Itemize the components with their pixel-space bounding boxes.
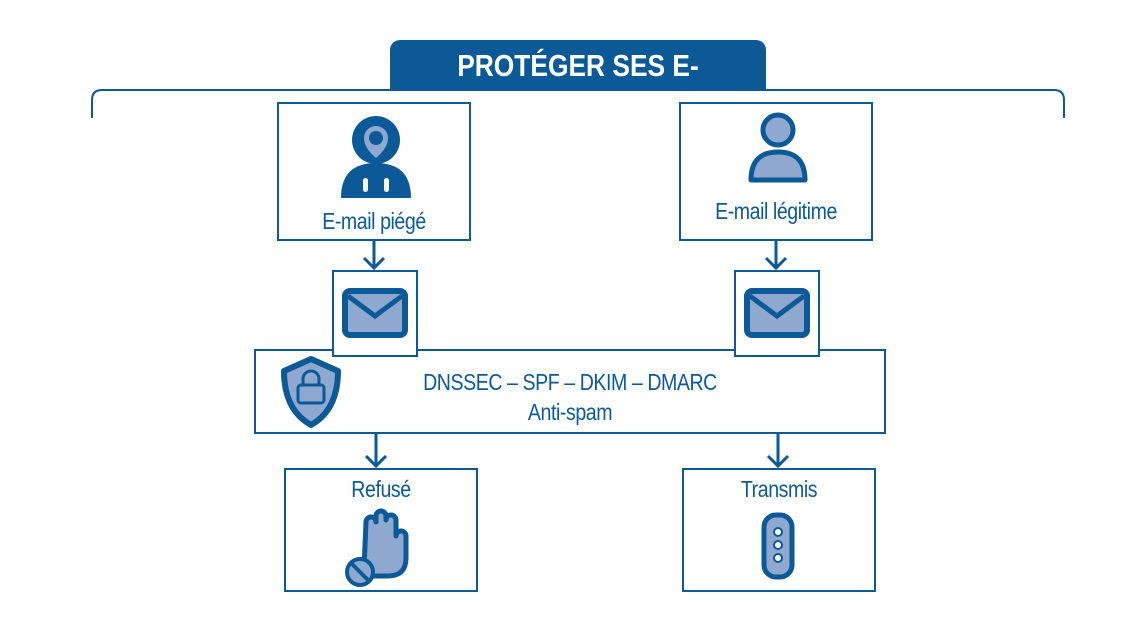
user-icon (748, 112, 808, 183)
hooded-hacker-skull-icon (341, 116, 411, 198)
envelope-box (332, 270, 418, 357)
arrow (364, 434, 388, 469)
box-refused: Refusé (284, 468, 478, 592)
envelope-box (734, 270, 820, 357)
bracket-line (91, 89, 1065, 118)
filter-protocols: DNSSEC – SPF – DKIM – DMARC (423, 369, 717, 395)
box-transmitted: Transmis (682, 468, 876, 592)
arrow (766, 434, 790, 469)
shield-lock-icon (281, 356, 341, 428)
label-refused: Refusé (351, 476, 411, 502)
label-transmitted: Transmis (740, 476, 818, 502)
filter-antispam: Anti-spam (527, 399, 613, 425)
label-trapped-email: E-mail piégé (322, 208, 426, 234)
arrow (764, 241, 788, 271)
diagram-title: PROTÉGER SES E-MAILS (390, 40, 766, 135)
box-trapped-email: E-mail piégé (277, 102, 471, 241)
box-legit-email: E-mail légitime (679, 102, 873, 241)
label-legit-email: E-mail légitime (715, 198, 837, 224)
envelope-icon (342, 288, 408, 338)
envelope-icon (744, 288, 810, 338)
arrow (362, 241, 386, 271)
traffic-light-icon (761, 512, 795, 580)
stop-hand-icon (345, 508, 409, 587)
filter-box: DNSSEC – SPF – DKIM – DMARC Anti-spam (254, 349, 886, 434)
